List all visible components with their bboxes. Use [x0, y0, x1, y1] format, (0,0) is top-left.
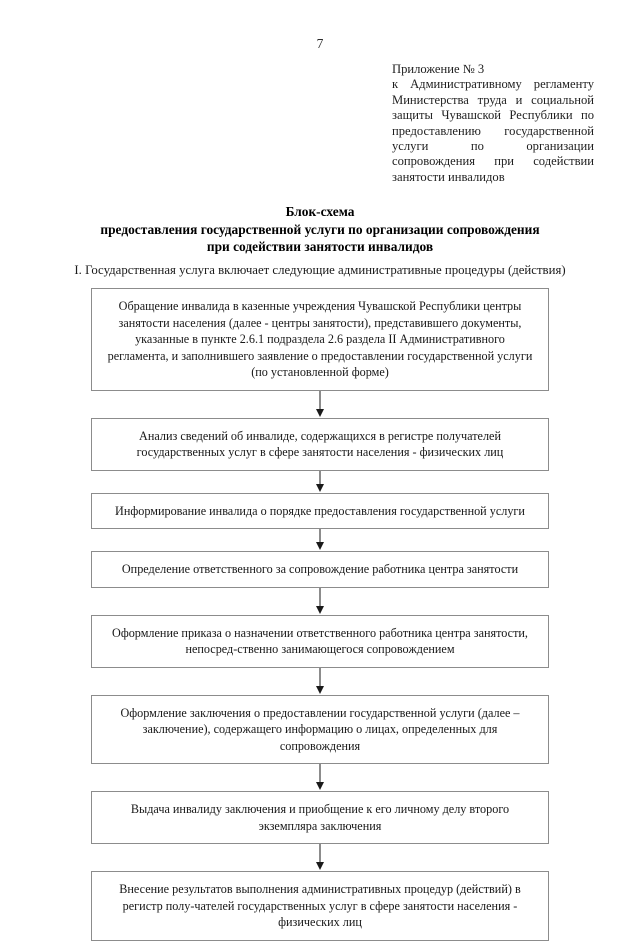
flow-connector-arrow [91, 667, 549, 695]
flow-step-text: Определение ответственного за сопровожде… [121, 562, 519, 576]
page-title: Блок-схема предоставления государственно… [40, 203, 600, 256]
arrow-down-icon [316, 542, 324, 550]
page-title-line-2: предоставления государственной услуги по… [100, 221, 540, 237]
appendix-reference-text: к Административному регламенту Министерс… [392, 77, 594, 184]
arrow-down-icon [316, 408, 324, 417]
arrow-stem [319, 764, 321, 784]
flow-step-issue: Выдача инвалиду заключения и приобщение … [91, 791, 549, 844]
arrow-stem [319, 844, 321, 864]
document-page: 7 Приложение № 3 к Административному рег… [40, 36, 600, 941]
arrow-down-icon [316, 782, 324, 790]
flow-connector-arrow [91, 844, 549, 871]
flow-step-text: Внесение результатов выполнения админист… [119, 882, 521, 929]
flow-step-text: Оформление приказа о назначении ответств… [112, 625, 528, 657]
appendix-reference-block: Приложение № 3 к Административному регла… [392, 62, 594, 185]
arrow-down-icon [316, 862, 324, 870]
flow-connector-arrow [91, 529, 549, 551]
flow-step-text: Информирование инвалида о порядке предос… [115, 503, 525, 518]
flow-step-informing: Информирование инвалида о порядке предос… [91, 492, 549, 529]
arrow-down-icon [316, 685, 324, 694]
intro-paragraph: I. Государственная услуга включает следу… [74, 263, 566, 277]
arrow-stem [319, 667, 321, 688]
flow-step-appeal: Обращение инвалида в казенные учреждения… [91, 288, 549, 391]
flow-step-analysis: Анализ сведений об инвалиде, содержащихс… [91, 417, 549, 471]
arrow-down-icon [316, 605, 324, 614]
page-title-line-1: Блок-схема [285, 204, 355, 219]
flow-step-register: Внесение результатов выполнения админист… [91, 871, 549, 941]
flow-step-conclusion: Оформление заключения о предоставлении г… [91, 694, 549, 764]
page-number: 7 [316, 36, 324, 51]
arrow-stem [319, 470, 321, 486]
appendix-number-line: Приложение № 3 [392, 62, 485, 76]
page-title-line-3: при содействии занятости инвалидов [206, 239, 434, 255]
flow-step-text: Выдача инвалиду заключения и приобщение … [130, 802, 510, 833]
flow-connector-arrow [91, 764, 549, 791]
arrow-stem [319, 390, 321, 411]
flow-connector-arrow [91, 470, 549, 493]
flow-connector-arrow [91, 587, 549, 615]
flow-step-text: Оформление заключения о предоставлении г… [120, 705, 520, 753]
flow-step-text: Обращение инвалида в казенные учреждения… [107, 299, 533, 379]
flow-step-assign-responsible: Определение ответственного за сопровожде… [91, 551, 549, 588]
flowchart: Обращение инвалида в казенные учреждения… [91, 288, 549, 941]
flow-step-order: Оформление приказа о назначении ответств… [91, 614, 549, 668]
arrow-stem [319, 529, 321, 544]
arrow-stem [319, 587, 321, 608]
flow-step-text: Анализ сведений об инвалиде, содержащихс… [136, 428, 504, 460]
arrow-down-icon [316, 483, 324, 492]
flow-connector-arrow [91, 390, 549, 418]
